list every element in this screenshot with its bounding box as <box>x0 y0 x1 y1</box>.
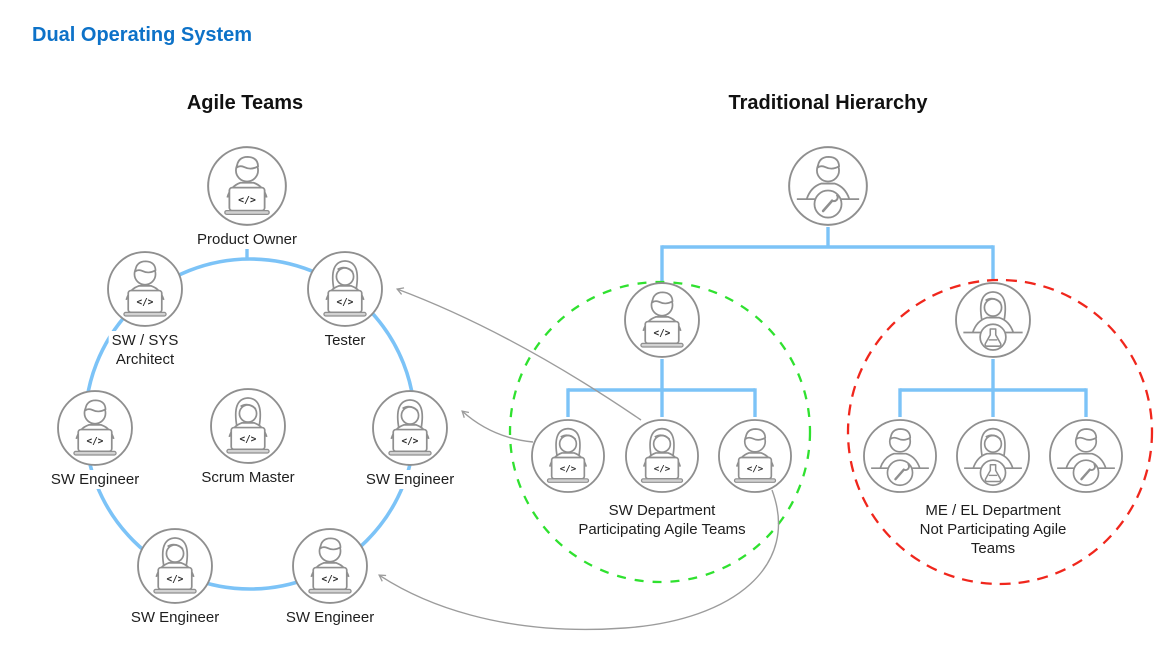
hierarchy-root-icon <box>787 145 869 227</box>
sw-engineer-bottom-icon: </> <box>291 527 369 605</box>
sw-engineer-bottom-left-icon: </> <box>136 527 214 605</box>
sw-dept-manager-icon: </> <box>623 281 701 359</box>
arrow-to-sw-engineer-right <box>461 410 534 443</box>
svg-text:</>: </> <box>137 297 154 308</box>
sw-sys-architect-icon: </> <box>106 250 184 328</box>
sw-engineer-bottom-left-label: SW Engineer <box>127 608 223 627</box>
sw-dept-member-2-icon: </> <box>624 418 700 494</box>
svg-text:</>: </> <box>654 328 671 339</box>
product-owner-label: Product Owner <box>193 230 301 249</box>
scrum-master-label: Scrum Master <box>198 468 298 487</box>
sw-engineer-left-icon: </> <box>56 389 134 467</box>
svg-text:</>: </> <box>337 297 354 308</box>
scrum-master-icon: </> <box>209 387 287 465</box>
svg-text:</>: </> <box>167 574 184 585</box>
me-el-member-1-icon <box>862 418 938 494</box>
me-el-member-2-icon <box>955 418 1031 494</box>
svg-text:</>: </> <box>87 436 104 447</box>
me-el-department-circle <box>846 278 1154 586</box>
sw-department-label: SW Department Participating Agile Teams <box>578 502 746 538</box>
svg-text:</>: </> <box>654 465 671 475</box>
traditional-hierarchy-heading: Traditional Hierarchy <box>728 92 928 114</box>
me-el-member-3-icon <box>1048 418 1124 494</box>
sw-engineer-bottom-label: SW Engineer <box>282 608 378 627</box>
sw-dept-member-3-icon: </> <box>717 418 793 494</box>
svg-text:</>: </> <box>747 465 764 475</box>
me-el-department-label: ME / EL Department Not Participating Agi… <box>919 502 1067 557</box>
svg-text:</>: </> <box>240 434 257 445</box>
product-owner-icon: </> <box>206 145 288 227</box>
tester-label: Tester <box>321 331 369 350</box>
me-el-manager-icon <box>954 281 1032 359</box>
sw-dept-member-1-icon: </> <box>530 418 606 494</box>
page-title: Dual Operating System <box>32 24 253 46</box>
svg-text:</>: </> <box>560 465 577 475</box>
sw-engineer-left-label: SW Engineer <box>47 470 143 489</box>
arrow-to-tester <box>395 287 642 421</box>
sw-department-circle <box>508 280 812 584</box>
arrow-to-sw-engineer-bottom <box>378 489 780 631</box>
svg-text:</>: </> <box>402 436 419 447</box>
svg-text:</>: </> <box>322 574 339 585</box>
sw-engineer-right-icon: </> <box>371 389 449 467</box>
tester-icon: </> <box>306 250 384 328</box>
agile-teams-heading: Agile Teams <box>186 92 304 114</box>
sw-sys-architect-label: SW / SYS Architect <box>108 331 182 369</box>
svg-text:</>: </> <box>238 195 256 206</box>
sw-engineer-right-label: SW Engineer <box>362 470 458 489</box>
